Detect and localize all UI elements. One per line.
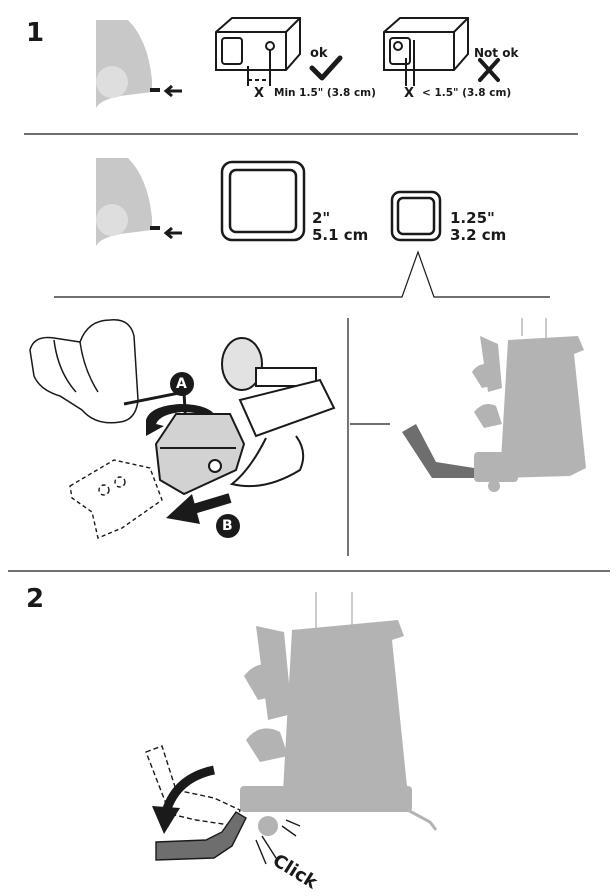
ok-dimension-x: X [254,86,265,101]
size-1-25in-cm-label: 3.2 cm [450,226,507,244]
arrow-left-icon [163,84,182,98]
size-1-25in-label: 1.25" [450,209,495,227]
ok-measurement: Min 1.5" (3.8 cm) [274,87,376,99]
hand-illustration [29,319,139,424]
callout-b-badge [216,514,240,538]
callout-a-badge [170,372,194,396]
pull-arrow-icon [166,493,232,524]
car-rear-illustration-2 [96,158,160,246]
not-ok-label: Not ok [474,46,519,60]
rotate-down-arrow-icon [152,765,216,834]
rack-illustration-small [350,318,586,492]
not-ok-measurement: < 1.5" (3.8 cm) [422,87,512,99]
adapter-block [154,413,246,496]
car-rear-illustration-1 [96,20,160,108]
callout-bracket [54,250,550,298]
receiver-1-25in-shape [390,190,442,242]
step-1-number: 1 [26,18,45,48]
receiver-tube-ok [215,17,301,86]
bike-rack-arm [221,337,336,488]
step-2-number: 2 [26,584,45,614]
previous-position-outline [145,745,241,827]
size-2in-cm-label: 5.1 cm [312,226,369,244]
arrow-left-icon [163,226,182,240]
size-2in-label: 2" [312,209,331,227]
hitch-bar [155,811,247,861]
rack-illustration-large [240,592,438,836]
cross-icon [478,58,500,82]
not-ok-dimension-x: X [404,86,415,101]
callout-a-letter: A [176,376,187,392]
removed-adapter-outline [69,459,163,539]
receiver-tube-not-ok [383,17,469,86]
checkmark-icon [309,55,343,81]
receiver-2in-shape [220,160,306,242]
ok-label: ok [310,46,328,61]
click-motion-lines [255,819,301,865]
callout-b-letter: B [222,518,233,534]
